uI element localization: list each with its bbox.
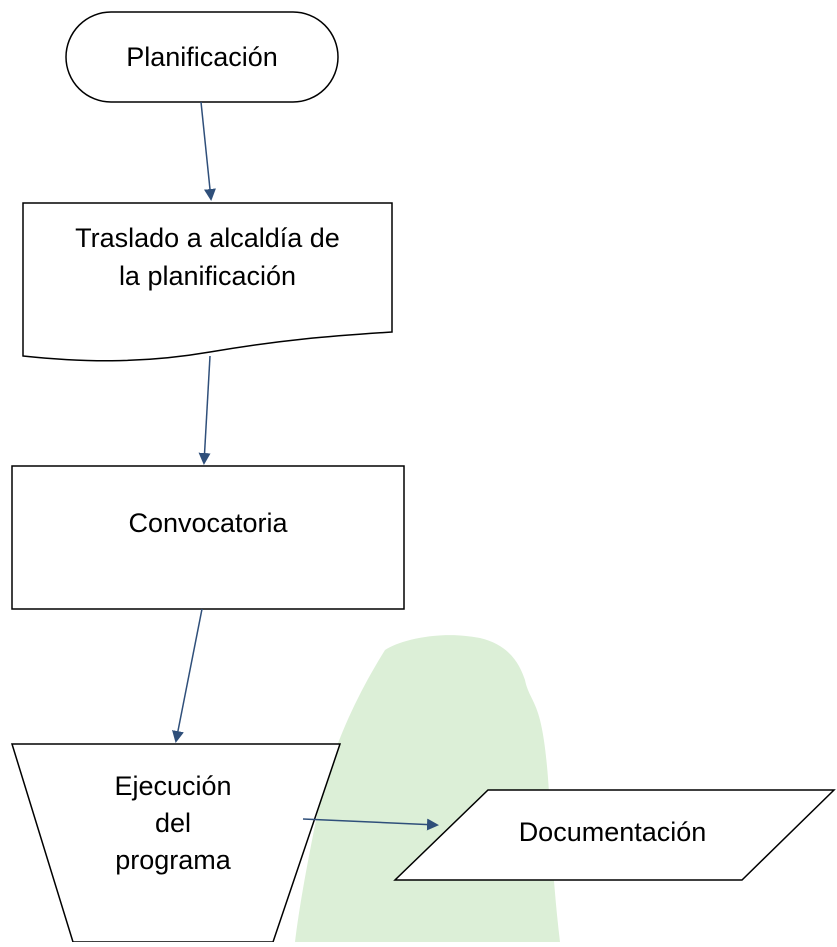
- connector-start-to-document: [200, 101, 216, 201]
- data-label: Documentación: [518, 817, 707, 847]
- document-shape: [22, 202, 393, 362]
- start-terminator-shape: [65, 11, 339, 103]
- watermark-shape: [295, 635, 560, 942]
- data-shape: [393, 789, 836, 881]
- document-label-line1: Traslado a alcaldía de: [75, 223, 340, 253]
- document-label-line2: la planificación: [118, 261, 297, 291]
- connector-manual-to-data: [302, 818, 439, 831]
- connector-document-to-process: [198, 355, 211, 465]
- manual-label-line1: Ejecución: [114, 771, 232, 801]
- connector-process-to-manual: [172, 608, 203, 743]
- process-shape: [11, 465, 405, 610]
- process-label: Convocatoria: [128, 508, 288, 538]
- start-label: Planificación: [126, 42, 278, 72]
- manual-label-line3: programa: [115, 845, 231, 875]
- manual-label-line2: del: [154, 808, 192, 838]
